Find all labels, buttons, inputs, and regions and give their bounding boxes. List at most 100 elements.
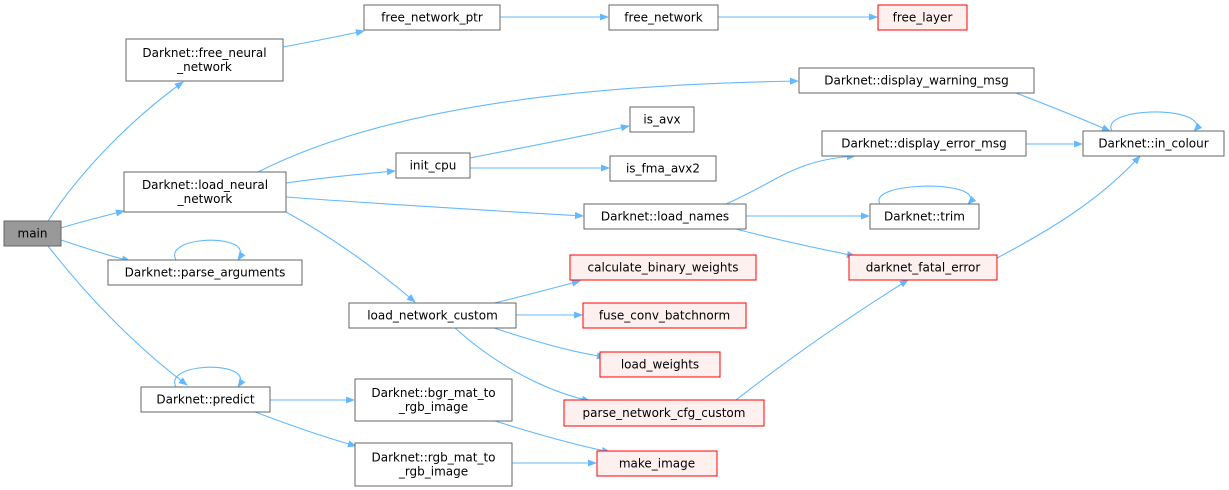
node-trim[interactable]: Darknet::trim xyxy=(869,203,980,230)
edge-display_warning_msg-to-in_colour xyxy=(1015,92,1111,132)
node-main[interactable]: main xyxy=(3,220,62,247)
node-make_image[interactable]: make_image xyxy=(596,450,718,477)
node-box[interactable] xyxy=(107,259,303,286)
node-box[interactable] xyxy=(348,302,517,329)
node-load_weights[interactable]: load_weights xyxy=(599,351,721,378)
node-label: free_network xyxy=(624,11,702,25)
edge-free_neural_network-to-free_network_ptr xyxy=(282,29,365,48)
node-box[interactable] xyxy=(395,152,471,179)
node-box[interactable] xyxy=(608,4,719,31)
node-label: Darknet::rgb_mat_to xyxy=(371,451,495,465)
node-label: _rgb_image xyxy=(398,465,468,479)
node-label: Darknet::predict xyxy=(156,393,254,407)
node-box[interactable] xyxy=(569,254,757,281)
edge-parse_arguments-to-parse_arguments xyxy=(174,239,246,261)
edge-in_colour-to-in_colour xyxy=(1110,111,1203,132)
node-box[interactable] xyxy=(582,302,747,329)
node-in_colour[interactable]: Darknet::in_colour xyxy=(1082,130,1225,157)
node-free_network_ptr[interactable]: free_network_ptr xyxy=(363,4,501,31)
node-label: init_cpu xyxy=(410,159,457,173)
node-label: Darknet::display_warning_msg xyxy=(824,74,1008,88)
node-box[interactable] xyxy=(125,38,284,82)
edge-main-to-free_neural_network xyxy=(47,81,184,222)
node-load_network_custom[interactable]: load_network_custom xyxy=(348,302,517,329)
edge-bgr_mat_to_rgb_image-to-make_image xyxy=(494,420,611,454)
node-label: is_avx xyxy=(643,113,680,127)
node-box[interactable] xyxy=(798,67,1035,94)
node-label: _rgb_image xyxy=(398,400,468,414)
node-load_neural_network[interactable]: Darknet::load_neural_network xyxy=(123,171,287,213)
edge-predict-to-rgb_mat_to_rgb_image xyxy=(254,411,357,448)
node-box[interactable] xyxy=(363,4,501,31)
node-label: fuse_conv_batchnorm xyxy=(599,309,730,323)
node-box[interactable] xyxy=(629,106,695,133)
node-label: Darknet::parse_arguments xyxy=(125,266,286,280)
node-label: Darknet::load_names xyxy=(601,210,729,224)
node-box[interactable] xyxy=(821,130,1027,157)
node-fuse_conv_batchnorm[interactable]: fuse_conv_batchnorm xyxy=(582,302,747,329)
node-rgb_mat_to_rgb_image[interactable]: Darknet::rgb_mat_to_rgb_image xyxy=(354,442,513,487)
node-label: is_fma_avx2 xyxy=(626,162,700,176)
node-label: _network xyxy=(177,192,233,206)
node-label: Darknet::bgr_mat_to xyxy=(371,386,495,400)
node-label: Darknet::trim xyxy=(884,210,965,224)
node-is_fma_avx2[interactable]: is_fma_avx2 xyxy=(609,155,717,182)
edge-predict-to-predict xyxy=(174,366,246,388)
node-box[interactable] xyxy=(354,442,513,487)
node-box[interactable] xyxy=(609,155,717,182)
node-box[interactable] xyxy=(140,386,271,413)
node-box[interactable] xyxy=(1082,130,1225,157)
edge-load_neural_network-to-init_cpu xyxy=(285,168,396,184)
edge-darknet_fatal_error-to-in_colour xyxy=(996,155,1141,259)
node-box[interactable] xyxy=(599,351,721,378)
node-calculate_binary_weights[interactable]: calculate_binary_weights xyxy=(569,254,757,281)
node-display_error_msg[interactable]: Darknet::display_error_msg xyxy=(821,130,1027,157)
node-box[interactable] xyxy=(869,203,980,230)
node-label: free_network_ptr xyxy=(381,11,483,25)
node-display_warning_msg[interactable]: Darknet::display_warning_msg xyxy=(798,67,1035,94)
node-free_layer[interactable]: free_layer xyxy=(877,4,968,31)
edges-layer xyxy=(47,13,1203,467)
node-bgr_mat_to_rgb_image[interactable]: Darknet::bgr_mat_to_rgb_image xyxy=(354,378,513,422)
edge-load_names-to-darknet_fatal_error xyxy=(735,228,856,258)
node-box[interactable] xyxy=(596,450,718,477)
edge-load_network_custom-to-parse_network_cfg_custom xyxy=(454,327,591,403)
edge-main-to-predict xyxy=(47,245,188,386)
node-free_neural_network[interactable]: Darknet::free_neural_network xyxy=(125,38,284,82)
node-box[interactable] xyxy=(848,254,998,281)
node-parse_arguments[interactable]: Darknet::parse_arguments xyxy=(107,259,303,286)
node-label: parse_network_cfg_custom xyxy=(583,406,746,420)
edge-load_neural_network-to-load_network_custom xyxy=(285,211,416,303)
node-box[interactable] xyxy=(354,378,513,422)
edge-main-to-load_neural_network xyxy=(60,209,125,229)
node-load_names[interactable]: Darknet::load_names xyxy=(583,203,747,230)
node-label: load_network_custom xyxy=(367,309,498,323)
edge-parse_network_cfg_custom-to-darknet_fatal_error xyxy=(735,279,909,401)
edge-load_neural_network-to-load_names xyxy=(285,196,584,220)
node-box[interactable] xyxy=(123,171,287,213)
node-parse_network_cfg_custom[interactable]: parse_network_cfg_custom xyxy=(563,399,765,427)
node-label: make_image xyxy=(619,457,695,471)
node-box[interactable] xyxy=(3,220,62,247)
nodes-layer: main Darknet::free_neural_network free_net… xyxy=(3,4,1225,487)
edge-load_neural_network-to-display_warning_msg xyxy=(257,77,799,173)
node-predict[interactable]: Darknet::predict xyxy=(140,386,271,413)
edge-trim-to-trim xyxy=(878,185,977,205)
node-free_network[interactable]: free_network xyxy=(608,4,719,31)
node-label: Darknet::in_colour xyxy=(1098,137,1208,151)
edge-load_network_custom-to-calculate_binary_weights xyxy=(493,279,581,304)
node-is_avx[interactable]: is_avx xyxy=(629,106,695,133)
node-label: _network xyxy=(176,60,232,74)
node-label: calculate_binary_weights xyxy=(588,261,739,275)
node-label: darknet_fatal_error xyxy=(866,261,981,275)
node-label: Darknet::load_neural xyxy=(142,178,268,192)
node-box[interactable] xyxy=(563,399,765,427)
node-darknet_fatal_error[interactable]: darknet_fatal_error xyxy=(848,254,998,281)
node-box[interactable] xyxy=(877,4,968,31)
node-init_cpu[interactable]: init_cpu xyxy=(395,152,471,179)
node-box[interactable] xyxy=(583,203,747,230)
edge-init_cpu-to-is_avx xyxy=(469,124,630,159)
edge-main-to-parse_arguments xyxy=(60,239,131,263)
node-label: load_weights xyxy=(621,358,699,372)
